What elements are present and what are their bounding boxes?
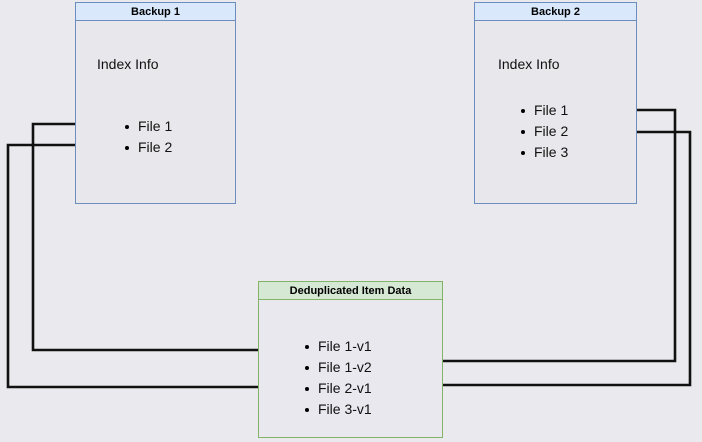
backup1-body — [75, 21, 236, 204]
list-item: File 2 — [123, 137, 172, 158]
list-item: File 3 — [519, 142, 568, 163]
deduplicated-item-data-body — [258, 300, 443, 438]
backup1-title: Backup 1 — [75, 2, 236, 21]
connector-backup2-file2-to-file2v1 — [394, 130, 692, 389]
backup1-index-info-label: Index Info — [97, 56, 159, 72]
list-item: File 1 — [123, 116, 172, 137]
backup1-file-list: File 1 File 2 — [123, 116, 172, 158]
list-item: File 2-v1 — [303, 378, 372, 399]
backup2-file-list: File 1 File 2 File 3 — [519, 100, 568, 163]
connector-backup1-file2-to-file2v1 — [6, 143, 301, 391]
backup2-index-info-label: Index Info — [498, 56, 560, 72]
backup2-title: Backup 2 — [474, 2, 637, 21]
backup2-body — [474, 21, 637, 204]
list-item: File 1 — [519, 100, 568, 121]
backup2-box: Backup 2 Index Info — [474, 2, 637, 204]
list-item: File 2 — [519, 121, 568, 142]
deduplicated-file-list: File 1-v1 File 1-v2 File 2-v1 File 3-v1 — [303, 336, 372, 420]
list-item: File 1-v1 — [303, 336, 372, 357]
list-item: File 3-v1 — [303, 399, 372, 420]
deduplicated-item-data-title: Deduplicated Item Data — [258, 281, 443, 300]
backup1-box: Backup 1 Index Info — [75, 2, 236, 204]
list-item: File 1-v2 — [303, 357, 372, 378]
deduplicated-item-data-box: Deduplicated Item Data — [258, 281, 443, 438]
